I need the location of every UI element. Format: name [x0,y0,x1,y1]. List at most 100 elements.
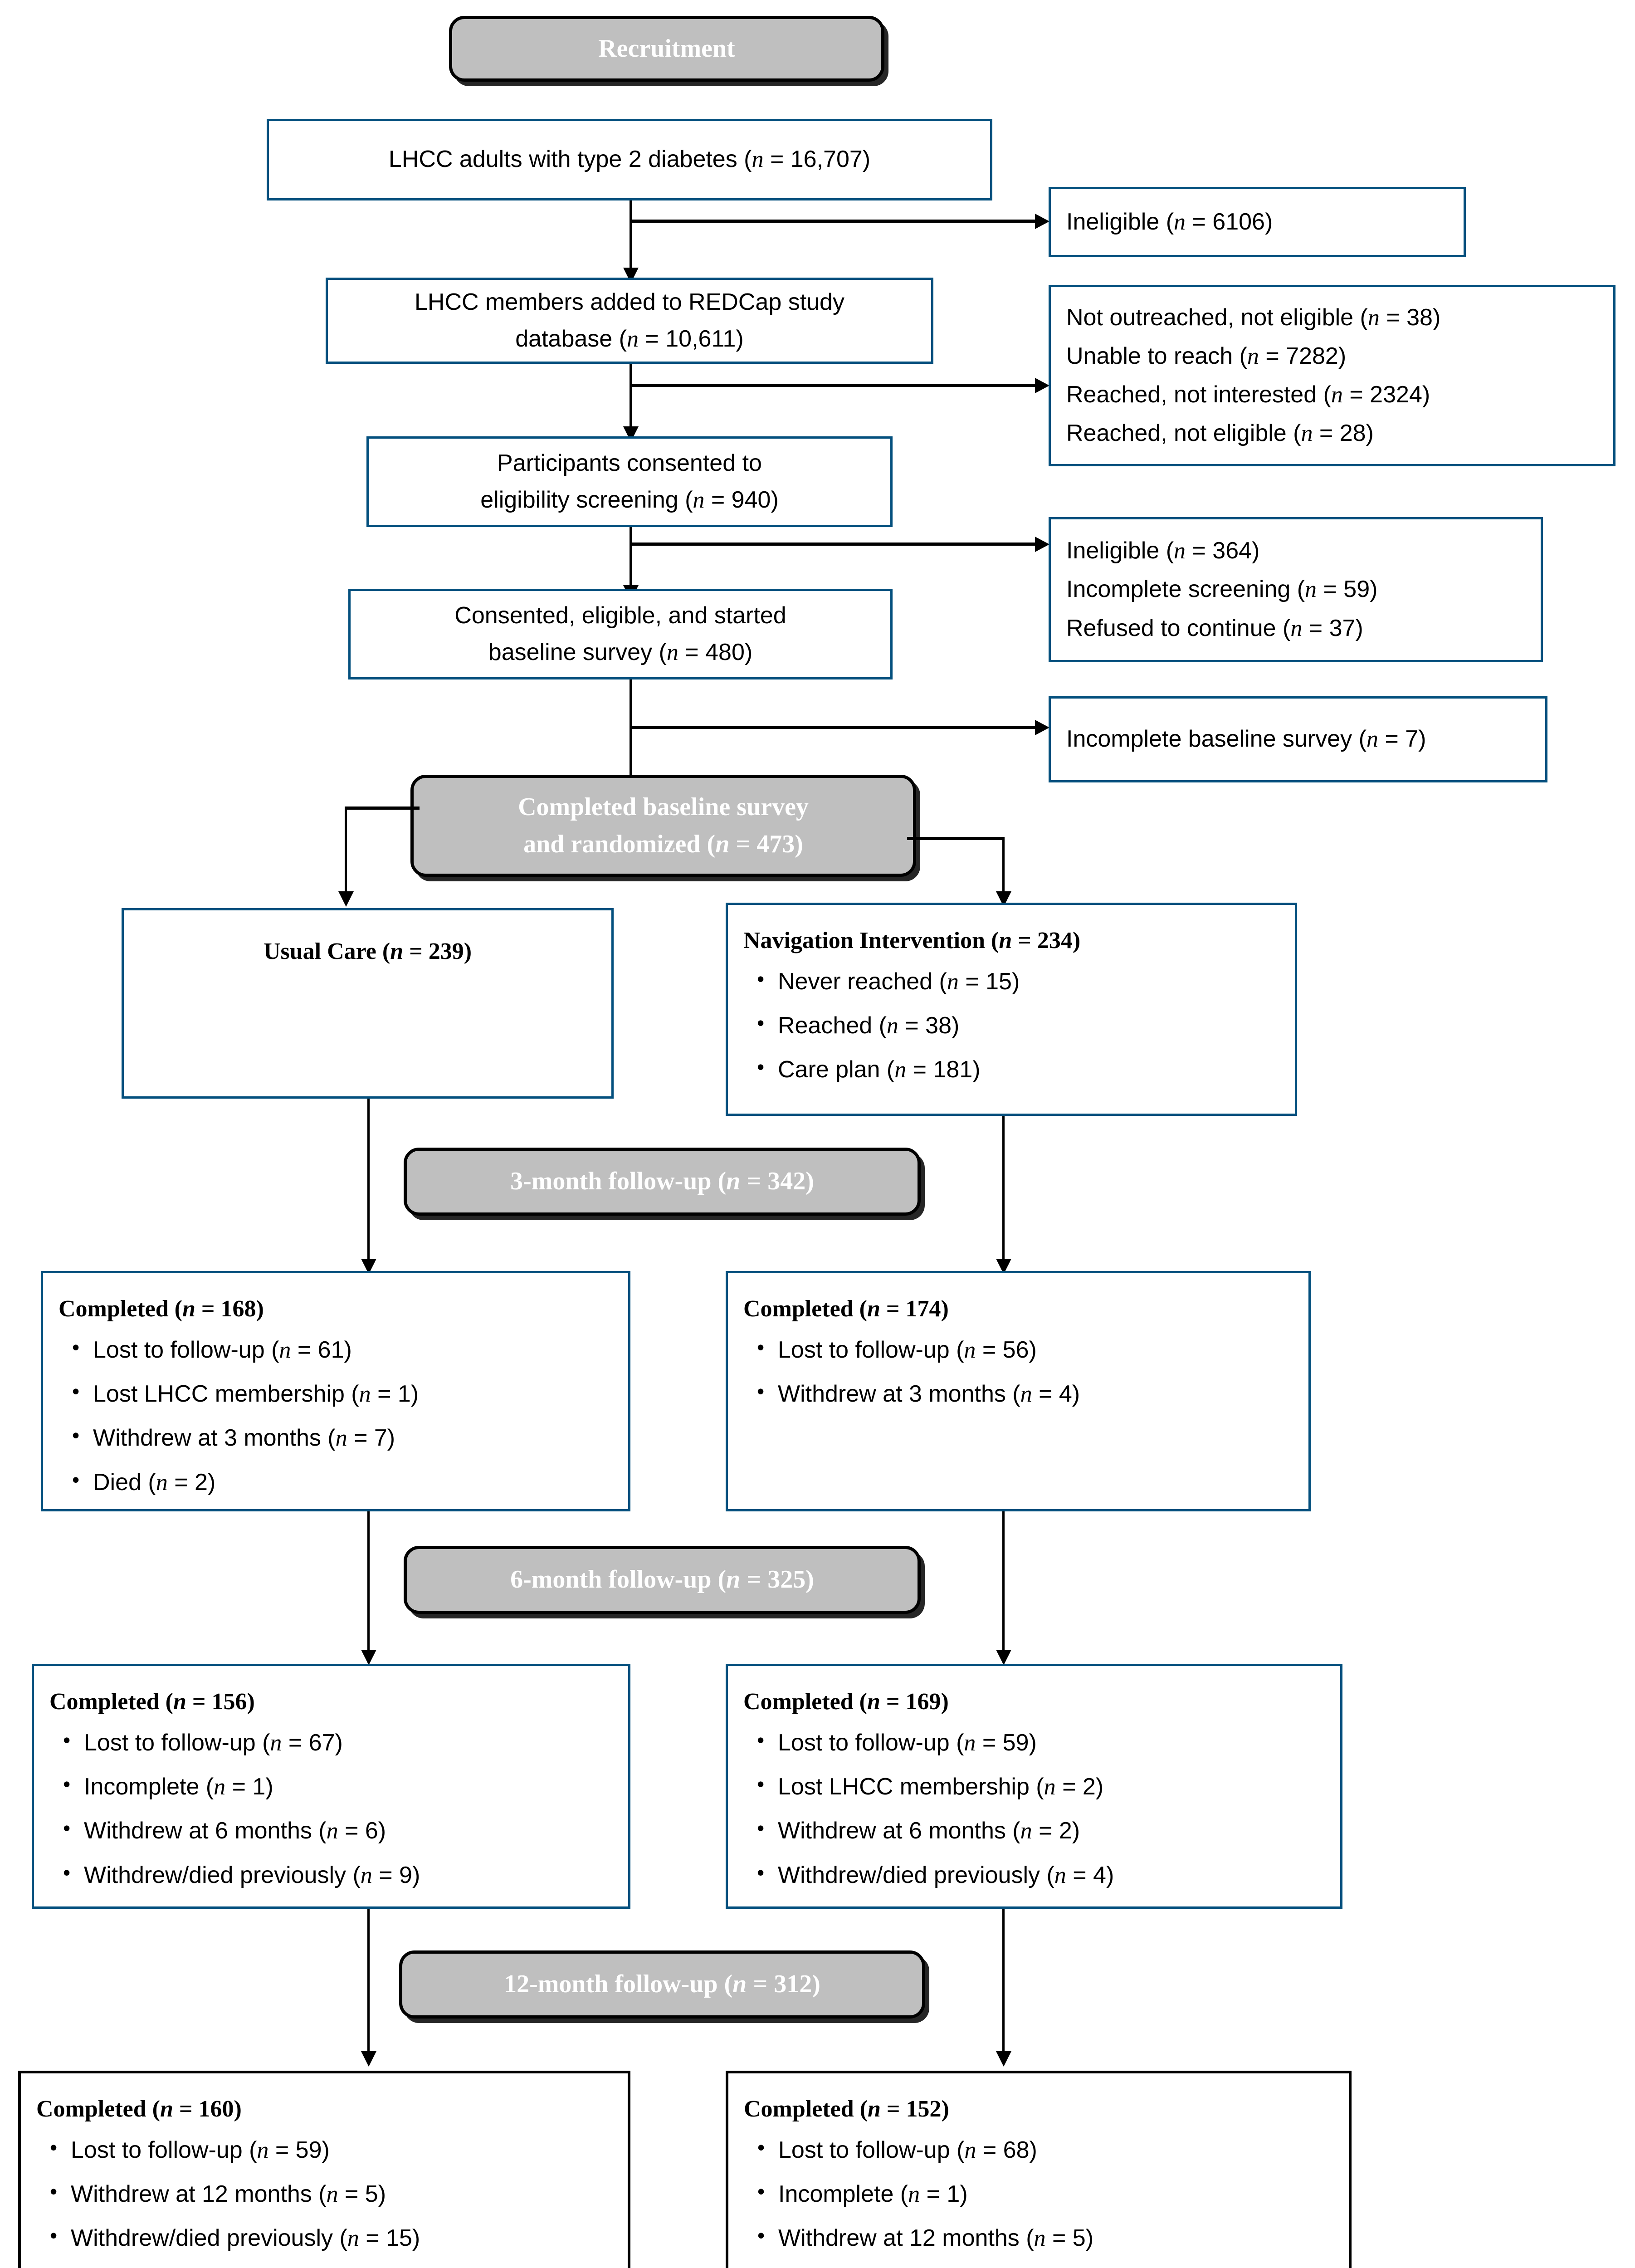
box-6m-usual-care-item-1: Lost to follow-up (n = 67) [84,1730,343,1756]
bullet-icon: • [50,2224,58,2248]
list-item: •Lost LHCC membership (n = 1) [72,1378,628,1410]
box-eligible-line2: baseline survey (n = 480) [488,639,753,665]
list-item: • Lost to follow-up (n = 59) [757,1727,1340,1759]
box-source-population: LHCC adults with type 2 diabetes (n = 16… [267,119,992,200]
box-6m-usual-care-list: • Lost to follow-up (n = 67) •Incomplete … [34,1727,628,1903]
box-6m-navigation-list: •Lost to follow-up (n = 59) •Lost LHCC m… [728,1727,1340,1903]
bullet-icon: • [63,1816,71,1840]
list-item: •Incomplete (n = 1) [757,2178,1349,2210]
arm-navigation-item-1: Never reached (n = 15) [778,968,1020,995]
box-6m-navigation-item-1: Lost to follow-up (n = 59) [778,1730,1037,1756]
box-12m-usual-care-title: Completed (n = 160) [36,2096,242,2122]
arm-usual-care-title: Usual Care (n = 239) [263,938,472,964]
box-12m-navigation-item-1: Lost to follow-up (n = 68) [778,2137,1037,2163]
box-12m-usual-care-item-3: Withdrew/died previously (n = 15) [71,2225,420,2252]
arrow-3m-usual-care-to-6m [361,1650,376,1665]
arrow-6m-usual-care-to-12m [361,2051,376,2067]
banner-followup-12-month: 12-month follow-up (n = 312) [399,1950,925,2019]
connector-redcap-down [630,364,632,441]
box-3m-navigation-list: •Lost to follow-up (n = 56) •Withdrew at… [728,1334,1308,1422]
connector-eligible-right [630,726,1038,729]
arrow-3m-navigation-to-6m [996,1650,1011,1665]
connector-redcap-right [630,384,1038,387]
bullet-icon: • [757,1772,765,1796]
connector-source-right [630,220,1038,223]
box-3m-navigation-title: Completed (n = 174) [743,1296,949,1322]
exclusion-screening-line-1: Ineligible (n = 364) [1066,538,1260,564]
list-item: •Withdrew at 3 months (n = 7) [72,1422,628,1454]
box-12m-navigation-title: Completed (n = 152) [744,2096,949,2122]
box-12m-usual-care: Completed (n = 160) •Lost to follow-up (… [18,2071,630,2268]
connector-3m-navigation-to-6m [1002,1511,1005,1661]
banner-followup-3-month: 3-month follow-up (n = 342) [404,1148,921,1216]
bullet-icon: • [757,967,765,991]
bullet-icon: • [63,1728,71,1752]
bullet-icon: • [72,1423,80,1447]
box-eligible-line1: Consented, eligible, and started [454,602,786,629]
bullet-icon: • [72,1335,80,1359]
box-exclusion-outreach: Not outreached, not eligible (n = 38) Un… [1049,285,1615,466]
box-arm-navigation: Navigation Intervention (n = 234) • Never… [726,903,1297,1116]
box-arm-usual-care: Usual Care (n = 239) [122,908,614,1099]
exclusion-ineligible-6106-line: Ineligible (n = 6106) [1066,208,1273,235]
connector-randomize-left [345,807,420,810]
bullet-icon: • [757,2224,765,2248]
list-item: • Lost to follow-up (n = 67) [63,1727,628,1759]
box-6m-usual-care-title: Completed (n = 156) [49,1689,255,1715]
list-item: •Incomplete (n = 1) [63,1771,628,1803]
exclusion-incomplete-baseline-line: Incomplete baseline survey (n = 7) [1066,726,1426,753]
connector-consented-right [630,543,1038,546]
arrow-to-ineligible-6106 [1035,214,1049,229]
arm-navigation-title: Navigation Intervention (n = 234) [743,928,1081,953]
box-12m-navigation-item-2: Incomplete (n = 1) [778,2181,968,2208]
box-exclusion-ineligible-6106: Ineligible (n = 6106) [1049,187,1466,257]
box-consented-line2: eligibility screening (n = 940) [480,486,779,513]
list-item: •Lost to follow-up (n = 61) [72,1334,628,1366]
box-redcap-database: LHCC members added to REDCap study datab… [326,278,933,364]
bullet-icon: • [50,2180,58,2204]
arrow-to-screening-exclusions [1035,537,1049,552]
arm-navigation-item-2: Reached (n = 38) [778,1012,960,1039]
bullet-icon: • [63,1772,71,1796]
exclusion-outreach-line-3: Reached, not interested (n = 2324) [1066,381,1430,408]
box-6m-usual-care-item-4: Withdrew/died previously (n = 9) [84,1862,420,1888]
box-12m-usual-care-list: •Lost to follow-up (n = 59) • Withdrew at… [21,2134,628,2267]
list-item: • Never reached (n = 15) [757,966,1295,998]
box-3m-usual-care-title: Completed (n = 168) [59,1296,264,1322]
bullet-icon: • [63,1860,71,1884]
banner-followup-3-month-label: 3-month follow-up (n = 342) [510,1167,814,1196]
banner-followup-6-month-label: 6-month follow-up (n = 325) [510,1565,814,1594]
box-3m-usual-care-list: •Lost to follow-up (n = 61) •Lost LHCC m… [43,1334,628,1510]
box-3m-usual-care-item-2: Lost LHCC membership (n = 1) [93,1381,419,1408]
box-redcap-line1: LHCC members added to REDCap study [415,288,844,315]
box-6m-navigation-title: Completed (n = 169) [743,1689,949,1715]
banner-randomized-line2: and randomized (n = 473) [523,830,803,858]
banner-followup-12-month-label: 12-month follow-up (n = 312) [504,1970,820,1999]
box-12m-navigation-list: •Lost to follow-up (n = 68) •Incomplete … [728,2134,1349,2268]
bullet-icon: • [757,1011,765,1035]
bullet-icon: • [50,2136,58,2159]
bullet-icon: • [757,1728,765,1752]
connector-randomize-left-down [345,807,347,904]
bullet-icon: • [757,1816,765,1840]
box-12m-usual-care-item-2: Withdrew at 12 months (n = 5) [71,2181,386,2208]
bullet-icon: • [757,2136,765,2159]
list-item: •Withdrew at 6 months (n = 6) [63,1815,628,1847]
bullet-icon: • [757,1335,765,1359]
box-3m-usual-care-item-4: Died (n = 2) [93,1469,216,1496]
connector-usual-care-to-3m [367,1099,370,1271]
list-item: • Withdrew at 12 months (n = 5) [757,2222,1349,2254]
connector-6m-navigation-to-12m [1002,1909,1005,2063]
box-12m-navigation: Completed (n = 152) • Lost to follow-up (… [726,2071,1352,2268]
exclusion-screening-line-2: Incomplete screening (n = 59) [1066,576,1378,603]
list-item: •Died (n = 2) [72,1466,628,1499]
banner-recruitment-label: Recruitment [598,34,735,63]
box-12m-navigation-item-3: Withdrew at 12 months (n = 5) [778,2225,1094,2252]
arm-navigation-item-3: Care plan (n = 181) [778,1056,981,1083]
arrow-to-usual-care [338,891,354,907]
connector-consented-down [630,527,632,600]
box-6m-navigation-item-3: Withdrew at 6 months (n = 2) [778,1818,1080,1844]
list-item: •Lost to follow-up (n = 59) [50,2134,628,2166]
exclusion-outreach-line-2: Unable to reach (n = 7282) [1066,342,1347,369]
